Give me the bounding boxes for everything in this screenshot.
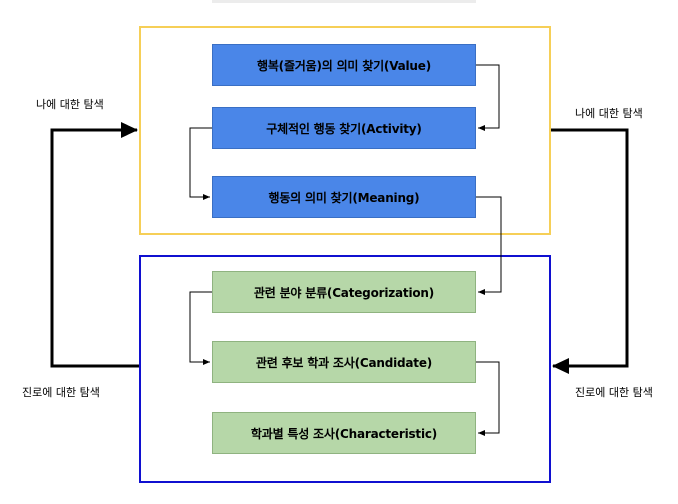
categorization-step-label: 관련 분야 분류(Categorization) (253, 285, 435, 300)
categorization-to-candidate-connector (189, 291, 212, 365)
meaning-step-label: 행동의 의미 찾기(Meaning) (268, 190, 420, 205)
left-self-exploration-label: 나에 대한 탐색 (36, 98, 104, 111)
activity-step-box: 구체적인 행동 찾기(Activity) (212, 107, 476, 149)
left-loop-arrow (50, 122, 139, 368)
activity-to-meaning-connector (189, 127, 212, 200)
top-edge-strip (212, 0, 476, 3)
candidate-to-characteristic-connector (476, 361, 500, 436)
meaning-to-categorization-connector (476, 196, 502, 295)
categorization-step-box: 관련 분야 분류(Categorization) (212, 271, 476, 313)
right-self-exploration-label: 나에 대한 탐색 (575, 107, 643, 120)
meaning-step-box: 행동의 의미 찾기(Meaning) (212, 176, 476, 218)
characteristic-step-label: 학과별 특성 조사(Characteristic) (250, 426, 438, 441)
activity-step-label: 구체적인 행동 찾기(Activity) (266, 121, 422, 136)
candidate-step-label: 관련 후보 학과 조사(Candidate) (255, 355, 433, 370)
right-loop-arrow (551, 128, 629, 374)
candidate-step-box: 관련 후보 학과 조사(Candidate) (212, 341, 476, 383)
value-step-label: 행복(즐거움)의 의미 찾기(Value) (256, 58, 432, 73)
value-to-activity-connector (476, 64, 500, 131)
right-career-exploration-label: 진로에 대한 탐색 (575, 386, 653, 399)
left-career-exploration-label: 진로에 대한 탐색 (22, 386, 100, 399)
characteristic-step-box: 학과별 특성 조사(Characteristic) (212, 412, 476, 454)
value-step-box: 행복(즐거움)의 의미 찾기(Value) (212, 44, 476, 86)
career-exploration-group-frame (139, 255, 551, 483)
self-exploration-group-frame (139, 26, 551, 235)
